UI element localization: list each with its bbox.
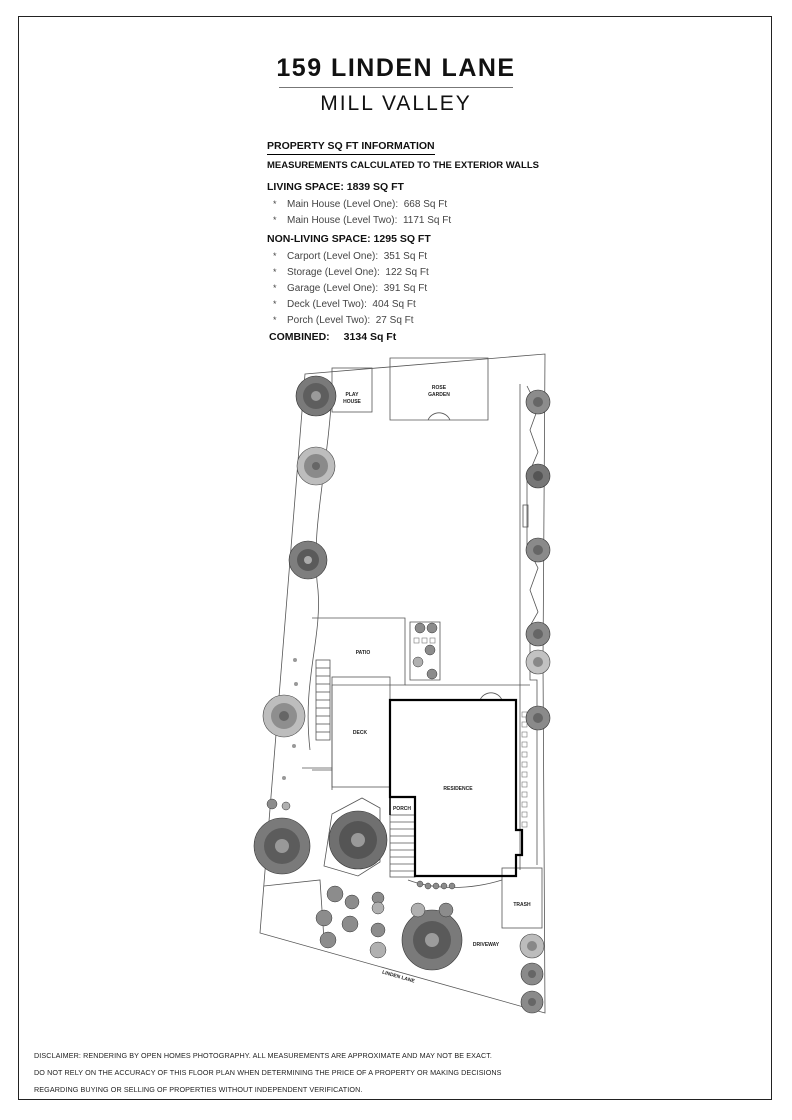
disclaimer-line: DISCLAIMER: RENDERING BY OPEN HOMES PHOT… <box>34 1051 493 1060</box>
wall-markers <box>521 711 528 828</box>
tree-icon <box>525 705 551 731</box>
tree-icon <box>525 389 551 415</box>
list-item: *Deck (Level Two): 404 Sq Ft <box>273 299 416 310</box>
non-living-space-list: *Carport (Level One): 351 Sq Ft *Storage… <box>267 248 587 328</box>
disclaimer-line: REGARDING BUYING OR SELLING OF PROPERTIE… <box>34 1085 363 1094</box>
tree-icon <box>519 933 545 959</box>
label-rose-garden-2: GARDEN <box>428 392 450 398</box>
sqft-info: PROPERTY SQ FT INFORMATION MEASUREMENTS … <box>267 136 587 343</box>
trees <box>253 375 551 1014</box>
tree-icon <box>253 817 311 875</box>
deck-step <box>302 767 333 790</box>
disclaimer-line: DO NOT RELY ON THE ACCURACY OF THIS FLOO… <box>34 1068 502 1077</box>
fence-gate <box>522 504 529 528</box>
residence-outline <box>388 698 524 878</box>
label-deck: DECK <box>353 730 368 736</box>
label-playhouse-2: HOUSE <box>343 399 361 405</box>
porch-stairs <box>389 814 416 878</box>
rose-garden-arch <box>427 412 451 421</box>
tree-icon <box>295 375 337 417</box>
list-item: *Main House (Level Two): 1171 Sq Ft <box>273 215 452 226</box>
tree-icon <box>328 810 388 870</box>
living-space-list: *Main House (Level One): 668 Sq Ft *Main… <box>267 196 587 228</box>
list-item: *Carport (Level One): 351 Sq Ft <box>273 251 428 262</box>
title-divider <box>279 87 513 88</box>
list-item: *Porch (Level Two): 27 Sq Ft <box>273 315 414 326</box>
trash-area <box>501 867 543 929</box>
page-border <box>18 16 772 1100</box>
tree-icon <box>296 446 336 486</box>
west-shed <box>263 879 325 941</box>
hex-planter <box>323 797 381 877</box>
east-fence-zigzag <box>526 385 539 865</box>
shrubs <box>266 622 456 959</box>
list-item: *Main House (Level One): 668 Sq Ft <box>273 199 448 210</box>
patio-planter <box>409 621 441 681</box>
list-item: *Storage (Level One): 122 Sq Ft <box>273 267 429 278</box>
combined-label: COMBINED: <box>269 331 330 343</box>
living-space-title: LIVING SPACE: 1839 SQ FT <box>267 181 404 193</box>
list-item: *Garage (Level One): 391 Sq Ft <box>273 283 428 294</box>
disclaimer: DISCLAIMER: RENDERING BY OPEN HOMES PHOT… <box>34 1047 754 1098</box>
property-city: MILL VALLEY <box>320 92 472 115</box>
tree-icon <box>525 463 551 489</box>
label-porch: PORCH <box>393 806 411 812</box>
property-address: 159 LINDEN LANE <box>276 54 516 82</box>
play-house <box>331 367 373 413</box>
label-playhouse: PLAY <box>346 392 360 398</box>
non-living-space-title: NON-LIVING SPACE: 1295 SQ FT <box>267 233 431 245</box>
site-plan: PLAY HOUSE ROSE GARDEN PATIO DECK RESIDE… <box>253 353 551 1014</box>
patio-outline <box>312 617 406 771</box>
sqft-subheading: MEASUREMENTS CALCULATED TO THE EXTERIOR … <box>267 160 539 171</box>
rose-garden-outline <box>389 357 489 421</box>
label-rose-garden: ROSE <box>432 385 447 391</box>
label-residence: RESIDENCE <box>443 786 473 792</box>
tree-icon <box>520 990 544 1014</box>
sqft-heading: PROPERTY SQ FT INFORMATION <box>267 140 435 155</box>
tree-icon <box>288 540 328 580</box>
label-patio: PATIO <box>356 650 371 656</box>
tree-icon <box>520 962 544 986</box>
combined-total: COMBINED: 3134 Sq Ft <box>269 331 587 343</box>
planter-squares <box>413 637 436 644</box>
deck-stairs <box>315 659 331 741</box>
entry-arch <box>479 692 503 701</box>
tree-icon <box>525 537 551 563</box>
tree-icon <box>262 694 306 738</box>
path-dots <box>282 658 298 780</box>
label-driveway: DRIVEWAY <box>473 942 500 948</box>
combined-value: 3134 Sq Ft <box>343 331 397 343</box>
tree-icon <box>401 909 463 971</box>
tree-icon <box>525 621 551 647</box>
tree-icon <box>525 649 551 675</box>
label-trash: TRASH <box>513 902 531 908</box>
